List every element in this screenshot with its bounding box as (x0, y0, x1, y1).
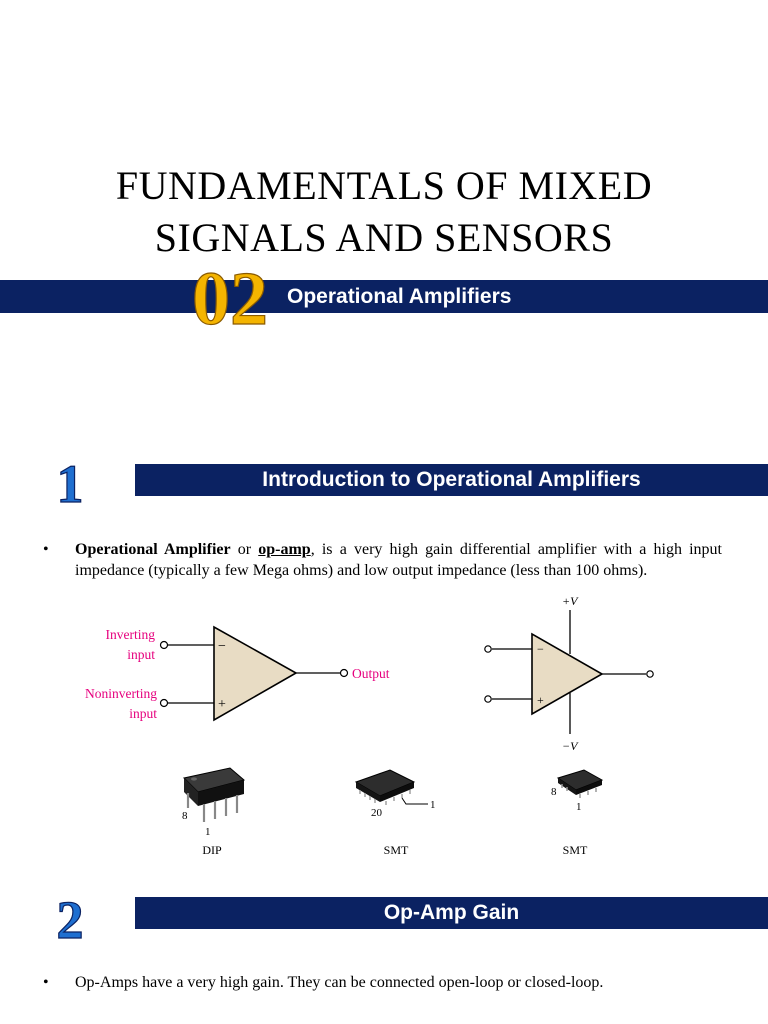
section-2-number-text: 2 (57, 890, 84, 948)
smt8-label: SMT (562, 843, 588, 857)
section-1-heading: Introduction to Operational Amplifiers (135, 464, 768, 496)
term-op-amp: op-amp (258, 541, 311, 558)
opamp-symbol-labeled: − + Inverting input Noninverting input O… (85, 625, 390, 722)
smt20-package-image: 1 20 (354, 769, 436, 819)
noninverting-terminal (159, 698, 169, 708)
opamp-symbol-supplies: − + +V −V (484, 594, 654, 753)
dip-label: DIP (202, 843, 222, 857)
dip-pin-8: 8 (182, 810, 188, 822)
noninverting-label-1: Noninverting (85, 686, 157, 701)
plus-sign: + (537, 693, 544, 707)
minus-sign: − (537, 642, 544, 656)
chapter-band (0, 280, 768, 313)
inverting-label-2: input (127, 647, 155, 662)
section-2-heading: Op-Amp Gain (135, 897, 768, 929)
output-terminal (646, 670, 654, 678)
bullet-text: , is a very high gain differential ampli… (75, 541, 722, 579)
smt20-pin-1: 1 (430, 799, 436, 811)
smt8-package-image: 8 1 (551, 769, 604, 813)
section-1-number-text: 1 (57, 454, 84, 512)
opamp-triangle (531, 632, 604, 716)
inverting-terminal (484, 645, 492, 653)
title-line-1: FUNDAMENTALS OF MIXED (115, 163, 653, 208)
chapter-number-text: 02 (192, 257, 268, 338)
document-title: FUNDAMENTALS OF MIXED SIGNALS AND SENSOR… (0, 160, 768, 264)
section-1-bullet: • Operational Amplifier or op-amp, is a … (43, 539, 722, 581)
title-line-2: SIGNALS AND SENSORS (154, 215, 614, 260)
opamp-triangle (213, 625, 298, 722)
dip-pin-1: 1 (205, 826, 211, 838)
chapter-title: Operational Amplifiers (287, 285, 512, 308)
neg-supply-label: −V (562, 739, 579, 753)
smt8-pin-8: 8 (551, 786, 557, 798)
pos-supply-label: +V (562, 594, 579, 608)
chapter-number: 02 (191, 256, 268, 338)
term-operational-amplifier: Operational Amplifier (75, 541, 231, 558)
bullet-dot: • (43, 541, 49, 558)
bullet-text: Op-Amps have a very high gain. They can … (75, 974, 604, 991)
section-1-number: 1 (56, 453, 84, 512)
inverting-label-1: Inverting (106, 627, 156, 642)
bullet-connector: or (230, 541, 259, 558)
bullet-dot: • (43, 974, 49, 991)
section-2-bullet: • Op-Amps have a very high gain. They ca… (43, 972, 722, 993)
output-terminal (339, 668, 349, 678)
noninverting-label-2: input (129, 706, 157, 721)
smt20-pin-20: 20 (371, 807, 383, 819)
plus-sign: + (218, 697, 226, 712)
dip-package-image: 8 1 (182, 767, 246, 838)
smt20-label: SMT (383, 843, 409, 857)
section-2-number: 2 (56, 889, 84, 948)
smt8-pin-1: 1 (576, 801, 582, 813)
output-label: Output (352, 666, 390, 681)
minus-sign: − (218, 639, 226, 654)
inverting-terminal (159, 640, 169, 650)
noninverting-terminal (484, 695, 492, 703)
